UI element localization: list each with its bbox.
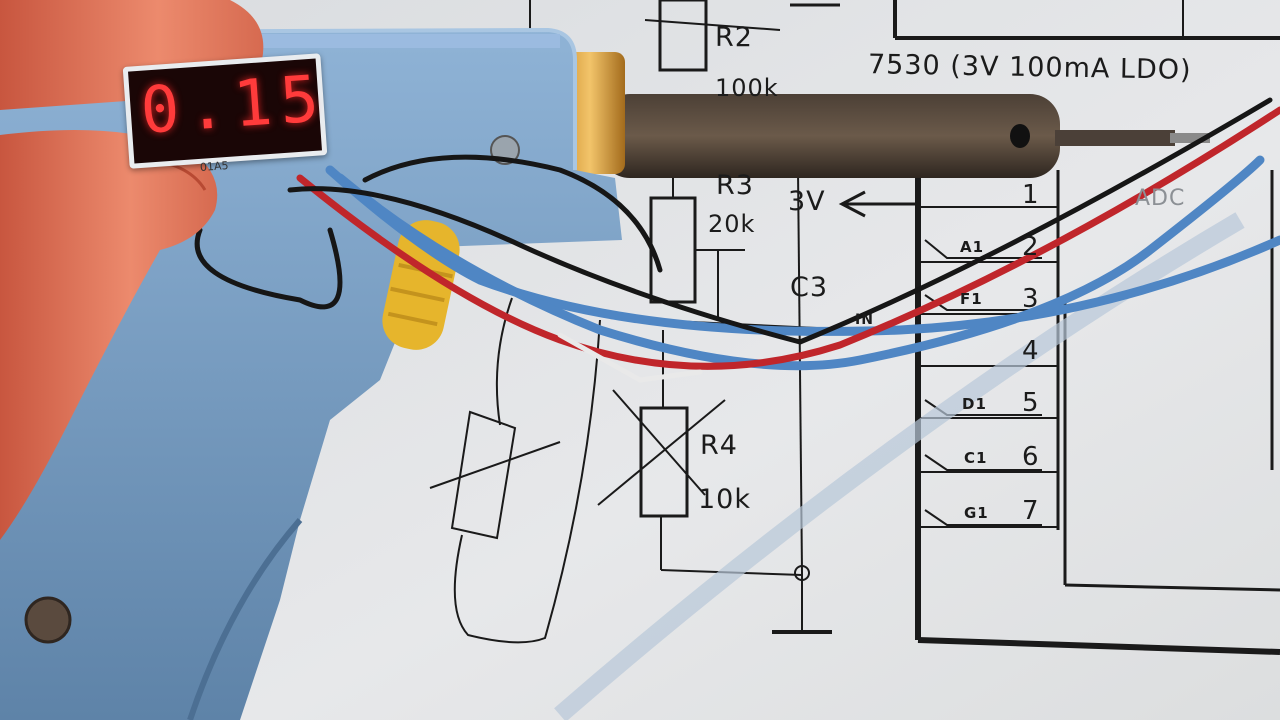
c3-label: C3 bbox=[790, 272, 829, 303]
voltage-label: 3V bbox=[788, 186, 826, 217]
wire-shadow bbox=[554, 212, 1245, 720]
r4-value: 10k bbox=[698, 484, 751, 515]
r3-label: R3 bbox=[716, 170, 754, 201]
adc-label: ADC bbox=[1135, 186, 1186, 211]
pin-7-number: 7 bbox=[1022, 496, 1040, 526]
pin-6-number: 6 bbox=[1022, 442, 1040, 472]
pin-4-number: 4 bbox=[1022, 336, 1040, 366]
pin-5-number: 5 bbox=[1022, 388, 1040, 418]
in-label: IN bbox=[855, 312, 874, 328]
pin-6-name: C1 bbox=[964, 449, 988, 467]
meter-reading: 0.15 bbox=[138, 61, 330, 149]
meter-tag: 01A5 bbox=[199, 159, 229, 174]
wires bbox=[194, 97, 1280, 383]
pin-2-number: 2 bbox=[1022, 232, 1040, 262]
r2-label: R2 bbox=[715, 22, 753, 53]
pin-5-name: D1 bbox=[962, 395, 987, 413]
pin-7-name: G1 bbox=[964, 504, 989, 522]
pin-3-name: F1 bbox=[960, 290, 983, 308]
pin-2-name: A1 bbox=[960, 238, 985, 256]
pin-3-number: 3 bbox=[1022, 284, 1040, 314]
r4-label: R4 bbox=[700, 430, 738, 461]
voltmeter-display: 0.15 bbox=[122, 53, 330, 169]
schematic-lines bbox=[429, 0, 1280, 655]
r3-value: 20k bbox=[708, 210, 756, 238]
r2-value: 100k bbox=[715, 74, 779, 102]
regulator-label: 7530 (3V 100mA LDO) bbox=[867, 49, 1192, 86]
pin-1-number: 1 bbox=[1022, 180, 1040, 210]
